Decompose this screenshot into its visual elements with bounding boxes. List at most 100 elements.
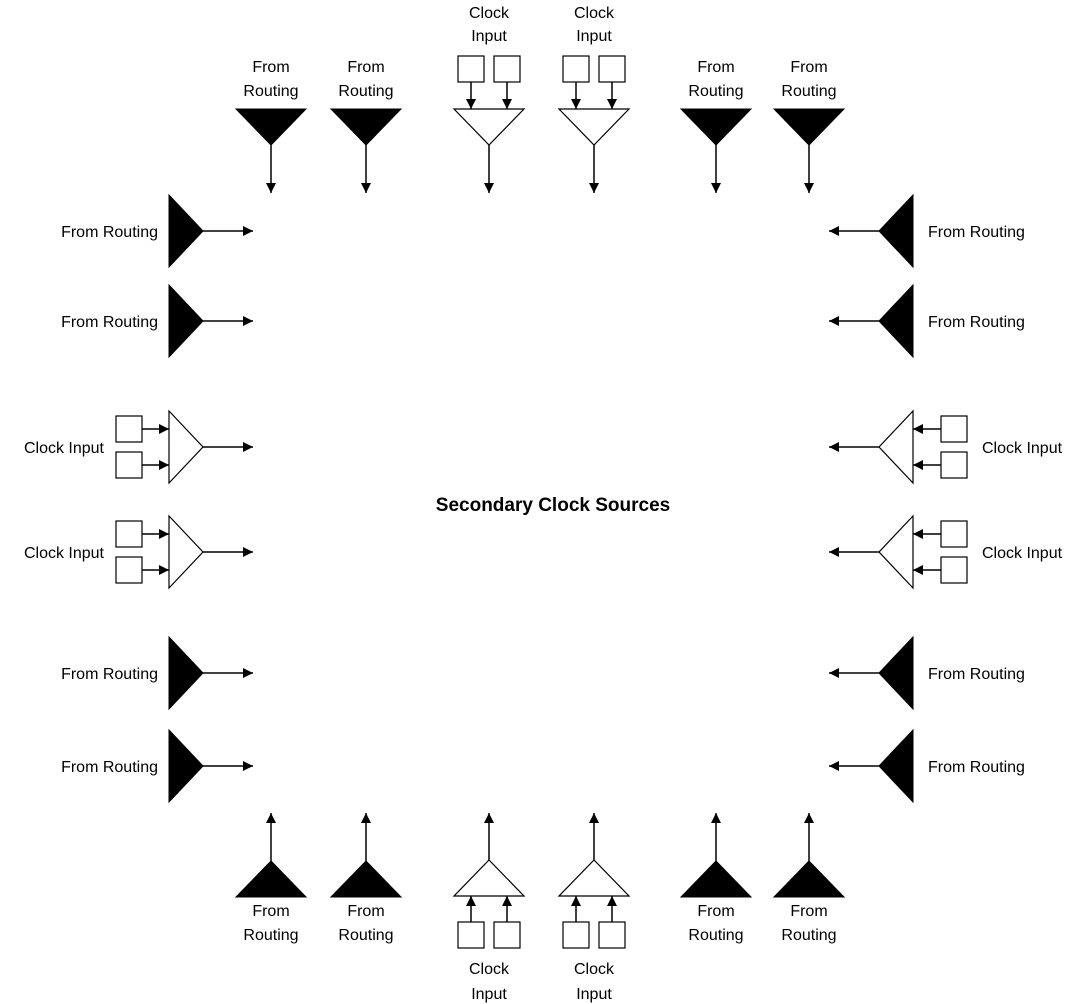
source-left-4-pad-arrow-2 [142,565,169,575]
source-top-4-clock-pad-1 [562,55,590,83]
source-right-2-routing-buffer-icon [878,283,914,359]
source-top-3-label-line-2: Input [471,28,507,45]
source-top-3-pad-arrow-1 [466,82,476,109]
source-right-3-pad-arrow-2 [913,460,941,470]
source-top-4-pad-arrow-1 [571,82,581,109]
source-right-2-output-arrow [829,316,879,326]
source-top-6-label-line-1: From [790,59,827,76]
source-right-4-clock-buffer-icon [878,514,914,590]
source-left-3-clock-pad-1 [115,415,143,443]
source-left-3-clock-buffer-icon [168,409,204,485]
source-top-4-output-arrow [589,145,599,193]
source-top-4-clock-pad-2 [598,55,626,83]
source-top-3-clock-pad-2 [493,55,521,83]
source-top-4-clock-buffer-icon [557,108,631,146]
source-top-5-label-line-1: From [697,59,734,76]
source-bottom-1-routing-buffer-icon [234,860,308,898]
source-right-4-output-arrow [829,547,879,557]
source-top-1-routing-buffer-icon [234,108,308,146]
source-bottom-6-routing-buffer-icon [772,860,846,898]
source-bottom-3-clock-buffer-icon [452,859,526,897]
source-right-6-output-arrow [829,761,879,771]
source-bottom-4-pad-arrow-1 [571,896,581,922]
source-right-1-routing-buffer-icon [878,193,914,269]
source-top-3-output-arrow [484,145,494,193]
clock-source-elements: FromRoutingFromRoutingClockInputClockInp… [24,5,1063,1003]
source-top-6-routing-buffer-icon [772,108,846,146]
source-left-3-output-arrow [203,442,253,452]
source-left-4-label: Clock Input [24,545,105,562]
source-left-2-output-arrow [203,316,253,326]
source-right-3-pad-arrow-1 [913,424,941,434]
source-bottom-5-output-arrow [711,813,721,861]
source-bottom-4-clock-buffer-icon [557,859,631,897]
source-right-1-label: From Routing [928,224,1025,241]
source-right-4-clock-pad-2 [940,556,968,584]
source-top-4-label-line-1: Clock [574,5,615,22]
source-top-2-label-line-1: From [347,59,384,76]
source-left-6-output-arrow [203,761,253,771]
source-right-4-pad-arrow-2 [913,565,941,575]
source-top-1-output-arrow [266,145,276,193]
source-right-3-clock-pad-2 [940,451,968,479]
source-bottom-1-output-arrow [266,813,276,861]
source-top-2-output-arrow [361,145,371,193]
source-bottom-4-pad-arrow-2 [607,896,617,922]
source-bottom-2-routing-buffer-icon [329,860,403,898]
source-bottom-2-label-line-1: From [347,903,384,920]
source-right-4-label: Clock Input [982,545,1063,562]
source-right-1-output-arrow [829,226,879,236]
source-right-4-clock-pad-1 [940,520,968,548]
source-top-1-label-line-1: From [252,59,289,76]
source-left-2-routing-buffer-icon [168,283,204,359]
source-top-6-output-arrow [804,145,814,193]
source-left-3-label: Clock Input [24,440,105,457]
source-left-5-routing-buffer-icon [168,635,204,711]
source-bottom-4-output-arrow [589,813,599,860]
source-top-3-pad-arrow-2 [502,82,512,109]
source-bottom-3-label-line-2: Input [471,986,507,1003]
source-bottom-6-label-line-2: Routing [781,927,836,944]
source-bottom-6-output-arrow [804,813,814,861]
source-top-6-label-line-2: Routing [781,83,836,100]
source-bottom-5-label-line-1: From [697,903,734,920]
source-left-4-pad-arrow-1 [142,529,169,539]
source-bottom-4-label-line-1: Clock [574,961,615,978]
source-bottom-4-label-line-2: Input [576,986,612,1003]
source-left-5-label: From Routing [61,666,158,683]
source-top-5-label-line-2: Routing [688,83,743,100]
source-bottom-3-label-line-1: Clock [469,961,510,978]
source-bottom-2-label-line-2: Routing [338,927,393,944]
source-bottom-6-label-line-1: From [790,903,827,920]
source-left-1-output-arrow [203,226,253,236]
source-top-1-label-line-2: Routing [243,83,298,100]
source-top-3-label-line-1: Clock [469,5,510,22]
source-bottom-3-clock-pad-2 [493,921,521,949]
source-right-6-routing-buffer-icon [878,728,914,804]
source-right-5-routing-buffer-icon [878,635,914,711]
source-right-2-label: From Routing [928,314,1025,331]
source-left-4-clock-pad-1 [115,520,143,548]
source-left-3-clock-pad-2 [115,451,143,479]
source-bottom-3-output-arrow [484,813,494,860]
source-right-3-clock-pad-1 [940,415,968,443]
source-right-6-label: From Routing [928,759,1025,776]
source-right-3-output-arrow [829,442,879,452]
source-bottom-4-clock-pad-2 [598,921,626,949]
source-left-4-clock-buffer-icon [168,514,204,590]
source-right-5-label: From Routing [928,666,1025,683]
source-top-2-routing-buffer-icon [329,108,403,146]
source-right-3-label: Clock Input [982,440,1063,457]
source-left-3-pad-arrow-2 [142,460,169,470]
source-bottom-2-output-arrow [361,813,371,861]
source-left-6-routing-buffer-icon [168,728,204,804]
source-left-4-clock-pad-2 [115,556,143,584]
source-bottom-4-clock-pad-1 [562,921,590,949]
source-bottom-5-routing-buffer-icon [679,860,753,898]
source-left-2-label: From Routing [61,314,158,331]
source-top-2-label-line-2: Routing [338,83,393,100]
source-bottom-3-pad-arrow-1 [466,896,476,922]
diagram-title: Secondary Clock Sources [436,495,670,516]
source-bottom-5-label-line-2: Routing [688,927,743,944]
